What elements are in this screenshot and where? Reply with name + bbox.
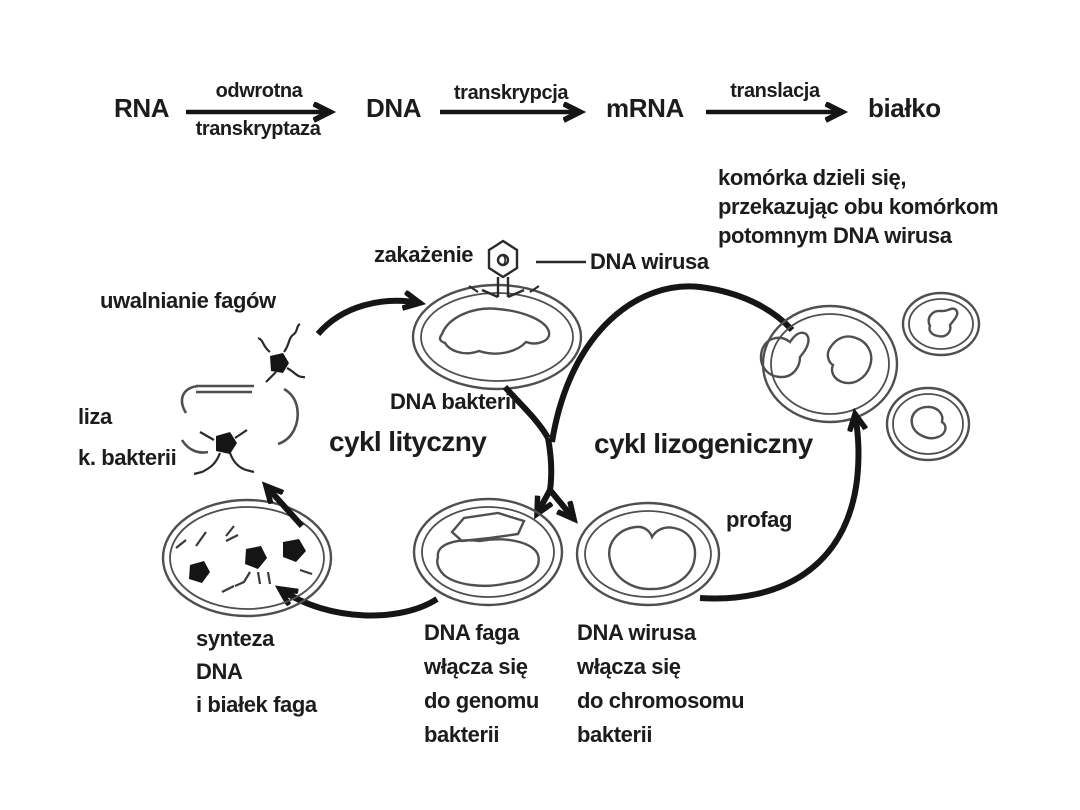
pathway-arrow3-label-top: translacja bbox=[730, 80, 820, 102]
phage-dna-integration-label: DNA faga włącza się do genomu bakterii bbox=[424, 620, 539, 747]
pathway-node-bialko: białko bbox=[868, 93, 941, 123]
arrow-prophage-to-division bbox=[699, 414, 858, 602]
arrow-to-synthesis bbox=[280, 589, 439, 619]
lysogenic-cycle-title: cykl lizogeniczny bbox=[594, 428, 813, 459]
wall-fragment-bottom bbox=[180, 439, 209, 454]
pathway-node-rna: RNA bbox=[114, 93, 170, 123]
new-phage-heads bbox=[189, 539, 306, 583]
arrow-release-to-infection bbox=[315, 301, 420, 336]
wall-fragment-left bbox=[180, 384, 199, 414]
arrow-to-lysogenic-cell bbox=[547, 488, 574, 519]
division-note: komórka dzieli się, przekazując obu komó… bbox=[718, 165, 999, 248]
virus-dna-label: DNA wirusa bbox=[590, 249, 709, 274]
synthesis-label: synteza DNA i białek faga bbox=[196, 626, 317, 717]
lysis-label: liza k. bakterii bbox=[78, 404, 177, 470]
lysogenic-integration-cell bbox=[575, 501, 721, 607]
pathway-node-mrna: mRNA bbox=[606, 93, 684, 123]
bacterial-dna-label: DNA bakterii bbox=[390, 389, 517, 414]
prophage-chromosome-blob bbox=[608, 525, 697, 591]
infection-label: zakażenie bbox=[374, 242, 474, 267]
cycle-split-arrows bbox=[502, 385, 574, 519]
phage-dna-blob bbox=[450, 511, 526, 543]
stem-from-infected-cell bbox=[502, 385, 551, 440]
arrow-to-lytic-cell bbox=[537, 488, 550, 514]
arrow-to-lysis bbox=[266, 486, 305, 529]
bacterial-dna-blob bbox=[438, 307, 551, 355]
infected-cell bbox=[411, 283, 583, 391]
lytic-cycle-title: cykl lityczny bbox=[329, 426, 487, 457]
free-phage-top bbox=[257, 323, 306, 383]
dna-copy-left bbox=[759, 331, 810, 379]
wall-fragment-top bbox=[196, 384, 254, 394]
daughter-cell-top bbox=[901, 291, 981, 357]
pathway-arrow1-label-top: odwrotna bbox=[215, 80, 303, 102]
synthesis-cell bbox=[161, 498, 333, 618]
pathway-node-dna: DNA bbox=[366, 93, 422, 123]
daughter-cell-bottom bbox=[885, 386, 971, 462]
free-phage-middle bbox=[193, 429, 255, 476]
lysis-debris bbox=[180, 384, 299, 454]
pathway-arrow2-label-top: transkrypcja bbox=[453, 82, 569, 104]
wall-fragment-right bbox=[277, 387, 299, 446]
virus-dna-integration-label: DNA wirusa włącza się do chromosomu bakt… bbox=[577, 620, 745, 747]
prophage-label: profag bbox=[726, 507, 793, 532]
split-stem bbox=[545, 437, 555, 491]
phage-release-label: uwalnianie fagów bbox=[100, 288, 276, 313]
pathway-arrow1-label-bottom: transkryptaza bbox=[195, 118, 321, 140]
dna-copy-right bbox=[826, 335, 873, 385]
lytic-integration-cell bbox=[412, 497, 564, 607]
phage-parts-marks bbox=[175, 525, 313, 593]
lysogenic-top-arc bbox=[549, 283, 795, 443]
phage-icon bbox=[468, 239, 540, 299]
dividing-cell bbox=[759, 304, 899, 424]
host-dna-blob bbox=[436, 538, 540, 588]
